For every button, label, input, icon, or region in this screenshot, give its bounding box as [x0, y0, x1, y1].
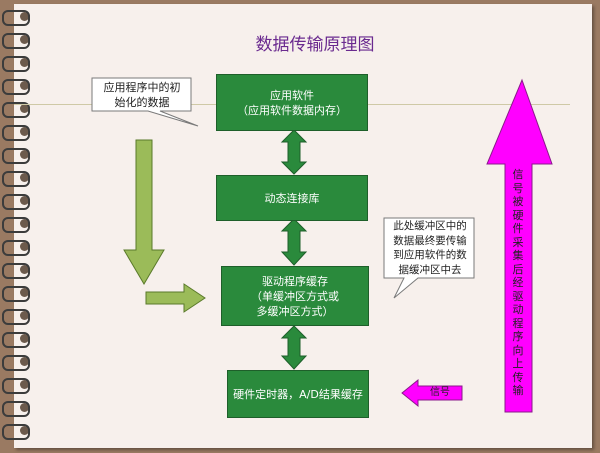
binding-hole [20, 426, 29, 435]
box-app-line2: （应用软件数据内存） [237, 103, 347, 117]
binding-hole [20, 403, 29, 412]
signal-arrow [401, 378, 463, 408]
binding-ring [2, 10, 30, 26]
page-title: 数据传输原理图 [255, 35, 375, 55]
binding-ring [2, 33, 30, 49]
box-driver-buffer: 驱动程序缓存 （单缓冲区方式或 多缓冲区方式） [221, 266, 369, 326]
binding-hole [20, 334, 29, 343]
binding-ring [2, 401, 30, 417]
binding-ring [2, 286, 30, 302]
binding-ring [2, 56, 30, 72]
box-app-software: 应用软件 （应用软件数据内存） [216, 74, 368, 131]
binding-ring [2, 263, 30, 279]
binding-hole [20, 311, 29, 320]
box-driver-line2: （单缓冲区方式或 [251, 289, 339, 303]
box-app-line1: 应用软件 [270, 88, 314, 102]
binding-hole [20, 35, 29, 44]
binding-hole [20, 265, 29, 274]
binding-ring [2, 355, 30, 371]
binding-hole [20, 58, 29, 67]
callout-init-text: 应用程序中的初 始化的数据 [94, 80, 190, 110]
box-hardware: 硬件定时器，A/D结果缓存 [227, 370, 369, 418]
signal-label: 信号 [430, 387, 450, 398]
callout-buffer-text: 此处缓冲区中的 数据最终要传输 到应用软件的数 据缓冲区中去 [386, 219, 474, 277]
callout-init-line1: 应用程序中的初 [103, 81, 181, 94]
callout-buffer-line4: 据缓冲区中去 [398, 263, 462, 276]
binding-hole [20, 380, 29, 389]
binding-ring [2, 79, 30, 95]
binding-hole [20, 81, 29, 90]
callout-init-line2: 始化的数据 [114, 96, 170, 109]
binding-ring [2, 240, 30, 256]
binding-hole [20, 357, 29, 366]
binding-ring [2, 332, 30, 348]
vertical-arrow-text: 信号被硬件采集后经驱动程序向上传输 [512, 168, 524, 397]
binding-ring [2, 102, 30, 118]
binding-ring [2, 309, 30, 325]
binding-hole [20, 12, 29, 21]
binding-hole [20, 104, 29, 113]
binding-hole [20, 173, 29, 182]
box-hardware-label: 硬件定时器，A/D结果缓存 [233, 387, 363, 401]
callout-buffer-line3: 到应用软件的数 [393, 249, 467, 261]
double-arrow-driver-hardware [280, 325, 308, 370]
callout-buffer-bubble [383, 217, 475, 299]
binding-hole [20, 288, 29, 297]
binding-hole [20, 196, 29, 205]
binding-ring [2, 125, 30, 141]
callout-init-bubble [91, 77, 199, 127]
binding-ring [2, 194, 30, 210]
magenta-up-arrow [486, 78, 553, 413]
binding-ring [2, 171, 30, 187]
binding-hole [20, 242, 29, 251]
double-arrow-app-dll [280, 129, 308, 175]
double-arrow-dll-driver [280, 218, 308, 266]
box-driver-line1: 驱动程序缓存 [262, 274, 328, 288]
green-down-arrow [123, 139, 165, 285]
callout-buffer-line1: 此处缓冲区中的 [393, 220, 467, 232]
box-dll-label: 动态连接库 [264, 191, 320, 205]
green-right-arrow [145, 283, 206, 313]
binding-hole [20, 219, 29, 228]
binding-ring [2, 424, 30, 440]
binding-hole [20, 127, 29, 136]
binding-ring [2, 217, 30, 233]
callout-buffer-line2: 数据最终要传输 [393, 234, 467, 247]
binding-ring [2, 378, 30, 394]
binding-ring [2, 148, 30, 164]
binding-hole [20, 150, 29, 159]
box-driver-line3: 多缓冲区方式） [256, 304, 334, 318]
box-dll: 动态连接库 [216, 175, 368, 221]
